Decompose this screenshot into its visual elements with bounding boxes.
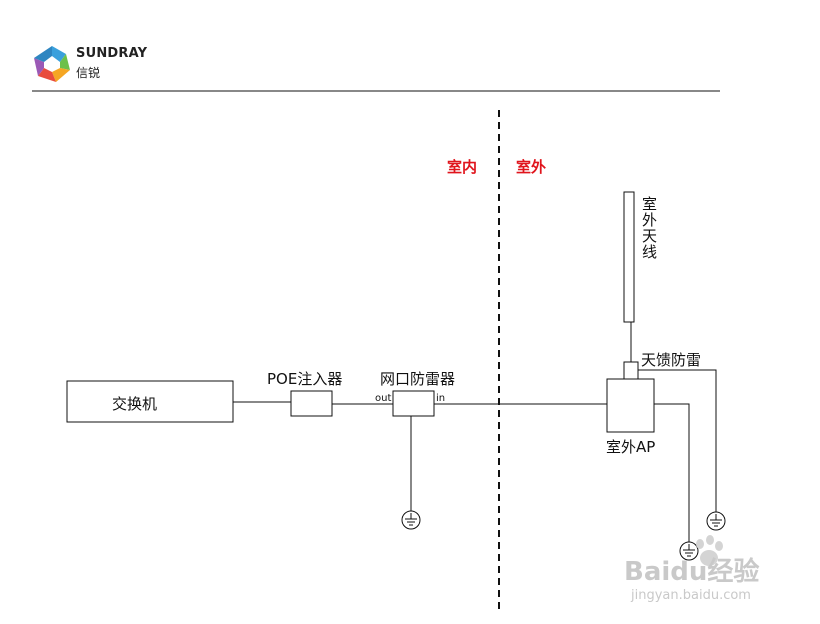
- zone-label-outdoor: 室外: [516, 158, 547, 176]
- port-in-label: in: [436, 393, 446, 404]
- ground-icon: [401, 510, 421, 530]
- watermark-url: jingyan.baidu.com: [631, 588, 751, 603]
- outdoor-ap-box: [606, 378, 655, 433]
- ground-icon: [706, 511, 726, 531]
- ground-icon: [679, 541, 699, 561]
- network-surge-box: [392, 390, 435, 417]
- antenna-body: [623, 191, 635, 323]
- brand-logo: SUNDRAY 信锐: [30, 42, 170, 86]
- switch-box: [66, 380, 234, 423]
- brand-name-cn: 信锐: [76, 66, 101, 80]
- ap-ground-wire: [654, 403, 690, 542]
- antenna-label: 室外天线: [640, 196, 658, 260]
- feeder-surge-label: 天馈防雷: [641, 351, 702, 369]
- watermark-brand: Baidu经验: [624, 557, 760, 587]
- network-surge-label: 网口防雷器: [380, 370, 456, 388]
- port-out-label: out: [375, 393, 392, 404]
- outdoor-ap-label: 室外AP: [606, 438, 656, 456]
- sundray-logo-icon: [34, 46, 70, 82]
- baidu-paw-icon: [696, 535, 723, 566]
- feeder-ground-wire: [638, 369, 717, 512]
- brand-name: SUNDRAY: [76, 46, 148, 61]
- poe-injector-box: [290, 390, 333, 417]
- poe-injector-label: POE注入器: [267, 370, 343, 388]
- switch-label: 交换机: [112, 395, 158, 413]
- feeder-surge-box: [623, 361, 639, 380]
- zone-label-indoor: 室内: [447, 158, 478, 176]
